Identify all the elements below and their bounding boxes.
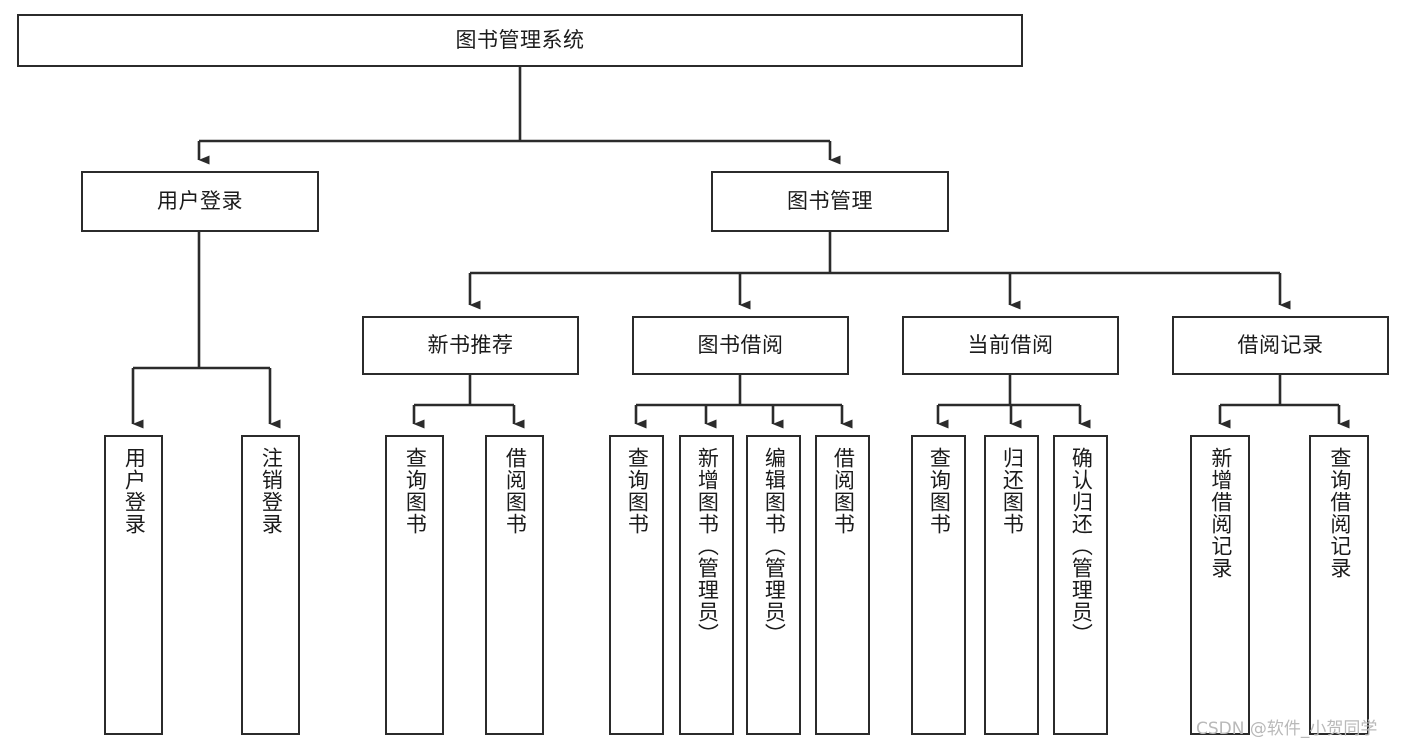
leaf-query-book-borrow-label: 查询图书	[625, 447, 650, 535]
leaf-return-book-label: 归还图书	[1000, 447, 1025, 535]
leaf-user-login[interactable]: 用户登录	[104, 435, 163, 735]
node-book-manage[interactable]: 图书管理	[711, 171, 949, 232]
node-book-borrow[interactable]: 图书借阅	[632, 316, 849, 375]
node-current-borrow-label: 当前借阅	[967, 333, 1054, 358]
leaf-add-borrow-record-label: 新增借阅记录	[1208, 447, 1233, 579]
node-new-book-recommend-label: 新书推荐	[427, 333, 514, 358]
leaf-edit-book-admin-label: 编辑图书（管理员）	[762, 447, 787, 645]
leaf-query-book-current-label: 查询图书	[927, 447, 952, 535]
leaf-user-login-label: 用户登录	[122, 447, 147, 535]
leaf-borrow-book-borrow-label: 借阅图书	[831, 447, 856, 535]
connector-group-login-leaves	[131, 232, 281, 429]
node-borrow-record-label: 借阅记录	[1237, 333, 1324, 358]
leaf-add-borrow-record[interactable]: 新增借阅记录	[1190, 435, 1250, 735]
leaf-add-book-admin-label: 新增图书（管理员）	[695, 447, 720, 645]
leaf-edit-book-admin[interactable]: 编辑图书（管理员）	[746, 435, 801, 735]
leaf-add-book-admin[interactable]: 新增图书（管理员）	[679, 435, 734, 735]
node-user-login-label: 用户登录	[157, 189, 243, 214]
node-book-borrow-label: 图书借阅	[697, 333, 784, 358]
node-user-login[interactable]: 用户登录	[81, 171, 319, 232]
connector-group-root	[197, 67, 841, 165]
node-root-system-label: 图书管理系统	[455, 28, 585, 53]
connector-group-current-leaves	[936, 375, 1091, 429]
leaf-borrow-book-borrow[interactable]: 借阅图书	[815, 435, 870, 735]
leaf-user-logout-label: 注销登录	[259, 447, 284, 535]
leaf-query-book-recommend[interactable]: 查询图书	[385, 435, 444, 735]
leaf-return-book[interactable]: 归还图书	[984, 435, 1039, 735]
leaf-user-logout[interactable]: 注销登录	[241, 435, 300, 735]
connector-group-record-leaves	[1218, 375, 1350, 429]
leaf-query-book-recommend-label: 查询图书	[403, 447, 428, 535]
connector-group-recommend-leaves	[412, 375, 525, 429]
leaf-confirm-return-admin[interactable]: 确认归还（管理员）	[1053, 435, 1108, 735]
leaf-query-borrow-record-label: 查询借阅记录	[1327, 447, 1352, 579]
connector-group-level3	[468, 232, 1291, 310]
leaf-query-book-borrow[interactable]: 查询图书	[609, 435, 664, 735]
node-new-book-recommend[interactable]: 新书推荐	[362, 316, 579, 375]
connector-group-borrow-leaves	[634, 375, 853, 429]
leaf-confirm-return-admin-label: 确认归还（管理员）	[1069, 447, 1094, 645]
node-current-borrow[interactable]: 当前借阅	[902, 316, 1119, 375]
node-borrow-record[interactable]: 借阅记录	[1172, 316, 1389, 375]
leaf-borrow-book-recommend-label: 借阅图书	[503, 447, 528, 535]
node-root-system[interactable]: 图书管理系统	[17, 14, 1023, 67]
leaf-query-borrow-record[interactable]: 查询借阅记录	[1309, 435, 1369, 735]
leaf-query-book-current[interactable]: 查询图书	[911, 435, 966, 735]
leaf-borrow-book-recommend[interactable]: 借阅图书	[485, 435, 544, 735]
node-book-manage-label: 图书管理	[787, 189, 873, 214]
